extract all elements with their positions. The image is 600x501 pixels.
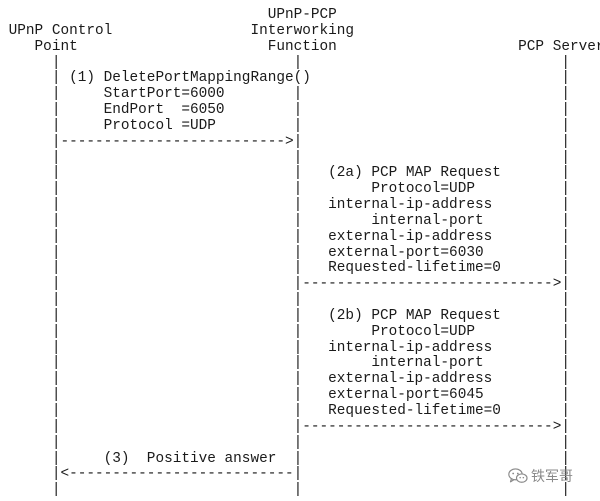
watermark: 铁军哥 bbox=[508, 466, 573, 486]
diagram-line: UPnP-PCP bbox=[0, 7, 337, 23]
diagram-line: | | Requested-lifetime=0 | bbox=[0, 260, 570, 277]
diagram-line: | | | bbox=[0, 54, 570, 71]
diagram-line: |<--------------------------| | bbox=[0, 466, 570, 483]
diagram-line: | | (2b) PCP MAP Request | bbox=[0, 307, 570, 324]
diagram-line: | | | bbox=[0, 482, 570, 499]
diagram-line: | | external-ip-address | bbox=[0, 371, 570, 388]
diagram-line: | | Requested-lifetime=0 | bbox=[0, 403, 570, 419]
diagram-line: | | internal-port | bbox=[0, 212, 570, 229]
diagram-line: | | | bbox=[0, 292, 570, 309]
diagram-line: | | external-ip-address | bbox=[0, 228, 570, 245]
diagram-line: | (3) Positive answer | | bbox=[0, 450, 570, 467]
diagram-line: | | Protocol=UDP | bbox=[0, 181, 570, 198]
diagram-line: | (1) DeletePortMappingRange() | bbox=[0, 70, 570, 87]
diagram-line: | |----------------------------->| bbox=[0, 418, 570, 435]
diagram-line: UPnP Control Interworking bbox=[0, 22, 355, 39]
diagram-line: | | external-port=6030 | bbox=[0, 244, 570, 261]
diagram-line: | | | bbox=[0, 149, 570, 166]
diagram-line: | | (2a) PCP MAP Request | bbox=[0, 165, 570, 182]
diagram-line: | EndPort =6050 | | bbox=[0, 102, 570, 119]
diagram-line: | | Protocol=UDP | bbox=[0, 323, 570, 340]
diagram-line: |-------------------------->| | bbox=[0, 133, 570, 150]
watermark-text: 铁军哥 bbox=[531, 469, 573, 485]
diagram-line: | | internal-ip-address | bbox=[0, 339, 570, 356]
diagram-line: | Protocol =UDP | | bbox=[0, 117, 570, 134]
diagram-line: | | internal-ip-address | bbox=[0, 197, 570, 214]
diagram-line: | | internal-port | bbox=[0, 355, 570, 372]
diagram-line: | |----------------------------->| bbox=[0, 276, 570, 293]
diagram-line: | | external-port=6045 | bbox=[0, 387, 570, 404]
diagram-line: Point Function PCP Server bbox=[0, 38, 600, 55]
diagram-line: | StartPort=6000 | | bbox=[0, 86, 570, 103]
diagram-line: | | | bbox=[0, 434, 570, 451]
wechat-icon bbox=[508, 468, 528, 483]
